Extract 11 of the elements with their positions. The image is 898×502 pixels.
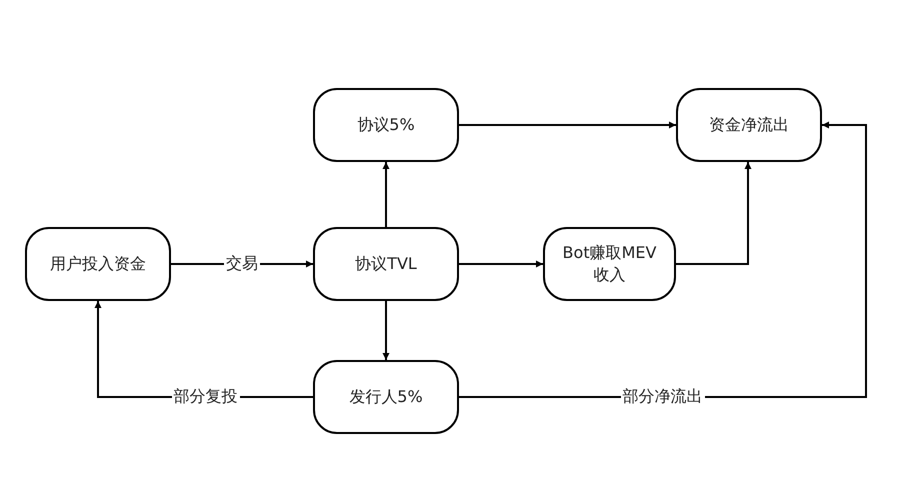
- process-box: 协议TVL: [313, 227, 459, 301]
- process-box: 用户投入资金: [25, 227, 171, 301]
- process-box: 发行人5%: [313, 360, 459, 434]
- process-box: Bot赚取MEV收入: [543, 227, 676, 301]
- process-box: 协议5%: [313, 88, 459, 162]
- arrow: [382, 301, 390, 360]
- process-box: 资金净流出: [676, 88, 822, 162]
- arrow: [382, 162, 390, 227]
- arrow: [459, 122, 676, 128]
- arrow: [459, 260, 543, 268]
- arrow: [676, 162, 752, 265]
